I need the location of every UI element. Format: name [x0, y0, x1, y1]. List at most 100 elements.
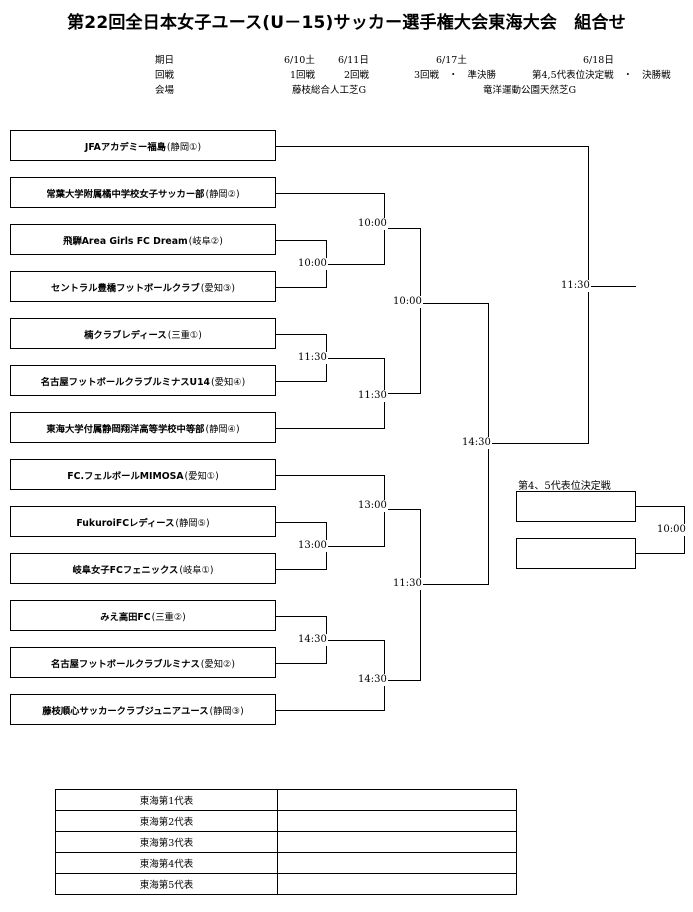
- match-time: 10:00: [357, 218, 388, 230]
- match-time: 11:30: [297, 352, 328, 364]
- team-box: 東海大学付属静岡翔洋高等学校中等部(静岡④): [10, 412, 276, 443]
- match-time: 14:30: [297, 634, 328, 646]
- round-1: 1回戦: [290, 70, 316, 81]
- bracket-line: [326, 358, 385, 359]
- bracket-line: [384, 509, 421, 510]
- team-box: セントラル豊橋フットボールクラブ(愛知③): [10, 271, 276, 302]
- team-box: 常葉大学附属橘中学校女子サッカー部(静岡②): [10, 177, 276, 208]
- bracket-line: [276, 146, 589, 147]
- team-box: 名古屋フットボールクラブルミナスU14(愛知④): [10, 365, 276, 396]
- team-name: 名古屋フットボールクラブルミナス: [51, 658, 200, 670]
- table-row: 東海第1代表: [55, 789, 517, 811]
- bracket-line: [276, 663, 327, 664]
- playoff-label: 第4、5代表位決定戦: [518, 481, 611, 492]
- round-2: 2回戦: [344, 70, 370, 81]
- bracket-line: [420, 584, 489, 585]
- date-1: 6/10土: [284, 55, 315, 66]
- bracket-line: [384, 228, 421, 229]
- team-name: JFAアカデミー福島: [84, 141, 166, 153]
- playoff-slot: [516, 538, 636, 569]
- team-pref: (愛知②): [200, 658, 235, 670]
- rep-label: 東海第2代表: [55, 810, 278, 832]
- team-pref: (静岡④): [205, 423, 240, 435]
- bracket-line: [488, 443, 589, 444]
- venue-label: 会場: [155, 85, 175, 96]
- round-4: 第4,5代表位決定戦 ・ 決勝戦: [532, 70, 671, 81]
- team-box: 藤枝順心サッカークラブジュニアユース(静岡③): [10, 694, 276, 725]
- team-name: 藤枝順心サッカークラブジュニアユース: [42, 705, 209, 717]
- rep-value: [277, 873, 517, 895]
- team-pref: (静岡⑤): [175, 517, 210, 529]
- date-4: 6/18日: [583, 55, 614, 66]
- match-time: 10:00: [392, 296, 423, 308]
- team-pref: (静岡②): [205, 188, 240, 200]
- bracket-line: [420, 228, 421, 393]
- bracket-line: [276, 710, 385, 711]
- venue-1: 藤枝総合人工芝G: [292, 85, 367, 96]
- rep-value: [277, 789, 517, 811]
- bracket-line: [636, 553, 685, 554]
- rep-label: 東海第5代表: [55, 873, 278, 895]
- rep-label: 東海第3代表: [55, 831, 278, 853]
- bracket-line: [420, 509, 421, 680]
- team-name: 常葉大学附属橘中学校女子サッカー部: [46, 188, 205, 200]
- bracket-line: [276, 616, 327, 617]
- team-pref: (愛知③): [200, 282, 235, 294]
- bracket-line: [588, 146, 589, 443]
- bracket-line: [636, 506, 685, 507]
- date-3: 6/17土: [436, 55, 467, 66]
- team-name: 名古屋フットボールクラブルミナスU14: [40, 376, 211, 388]
- table-row: 東海第3代表: [55, 831, 517, 853]
- date-label: 期日: [155, 55, 175, 66]
- team-pref: (静岡③): [209, 705, 244, 717]
- team-box: みえ高田FC(三重②): [10, 600, 276, 631]
- bracket-line: [384, 393, 421, 394]
- date-2: 6/11日: [338, 55, 369, 66]
- bracket-line: [588, 286, 636, 287]
- representatives-table: 東海第1代表 東海第2代表 東海第3代表 東海第4代表 東海第5代表: [55, 789, 517, 895]
- table-row: 東海第2代表: [55, 810, 517, 832]
- match-time: 13:00: [297, 540, 328, 552]
- team-name: 飛騨Area Girls FC Dream: [63, 235, 188, 247]
- team-box: FC.フェルボールMIMOSA(愛知①): [10, 459, 276, 490]
- bracket-line: [276, 522, 327, 523]
- team-box: FukuroiFCレディース(静岡⑤): [10, 506, 276, 537]
- match-time: 11:30: [357, 390, 388, 402]
- rep-value: [277, 852, 517, 874]
- rep-label: 東海第4代表: [55, 852, 278, 874]
- team-box: 楠クラブレディース(三重①): [10, 318, 276, 349]
- team-box: 名古屋フットボールクラブルミナス(愛知②): [10, 647, 276, 678]
- match-time: 11:30: [560, 280, 591, 292]
- team-pref: (三重①): [167, 329, 202, 341]
- round-3: 3回戦 ・ 準決勝: [414, 70, 497, 81]
- playoff-slot: [516, 491, 636, 522]
- bracket-line: [276, 334, 327, 335]
- team-pref: (岐阜①): [179, 564, 214, 576]
- team-pref: (愛知④): [211, 376, 246, 388]
- match-time: 10:00: [656, 524, 687, 536]
- team-name: FukuroiFCレディース: [76, 517, 175, 529]
- bracket-line: [276, 569, 327, 570]
- match-time: 11:30: [392, 578, 423, 590]
- team-pref: (愛知①): [184, 470, 219, 482]
- bracket-line: [276, 475, 385, 476]
- team-box: 飛騨Area Girls FC Dream(岐阜②): [10, 224, 276, 255]
- bracket-line: [326, 640, 385, 641]
- bracket-line: [276, 428, 385, 429]
- bracket-line: [420, 303, 489, 304]
- team-pref: (岐阜②): [188, 235, 223, 247]
- match-time: 13:00: [357, 500, 388, 512]
- bracket-line: [276, 287, 327, 288]
- team-name: FC.フェルボールMIMOSA: [67, 470, 184, 482]
- rep-value: [277, 831, 517, 853]
- match-time: 14:30: [461, 437, 492, 449]
- table-row: 東海第5代表: [55, 873, 517, 895]
- page-title: 第22回全日本女子ユース(U－15)サッカー選手権大会東海大会 組合せ: [67, 13, 626, 33]
- bracket-line: [276, 240, 327, 241]
- match-time: 10:00: [297, 258, 328, 270]
- match-time: 14:30: [357, 674, 388, 686]
- team-name: 岐阜女子FCフェニックス: [72, 564, 179, 576]
- bracket-line: [384, 680, 421, 681]
- table-row: 東海第4代表: [55, 852, 517, 874]
- team-name: 東海大学付属静岡翔洋高等学校中等部: [46, 423, 205, 435]
